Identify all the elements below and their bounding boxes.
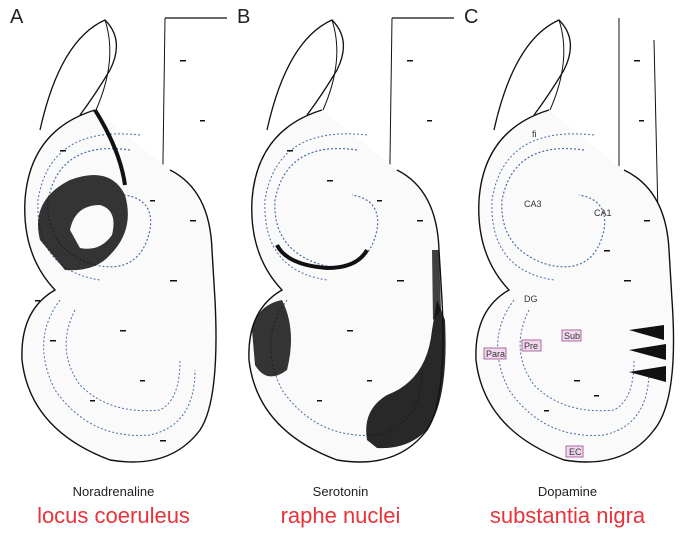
- hippocampus-drawing-c: fi CA3 CA1 DG Sub Pre Para EC: [454, 0, 683, 480]
- region-ca3-label: CA3: [524, 199, 542, 209]
- source-label-a: locus coeruleus: [0, 503, 227, 529]
- subfield-sub-label: Sub: [564, 331, 580, 341]
- transmitter-label-c: Dopamine: [454, 484, 681, 499]
- panel-c: C fi CA3 CA1 DG Sub Pre Para EC: [454, 0, 683, 533]
- transmitter-label-a: Noradrenaline: [0, 484, 227, 499]
- source-label-b: raphe nuclei: [227, 503, 454, 529]
- source-label-c: substantia nigra: [454, 503, 681, 529]
- subfield-ec-label: EC: [569, 447, 582, 457]
- panel-b: B Serotonin raphe nuclei: [227, 0, 454, 533]
- panel-a: A Noradrenaline locus coeruleus: [0, 0, 227, 533]
- region-dg-label: DG: [524, 294, 538, 304]
- hippocampus-drawing-a: [0, 0, 227, 480]
- subfield-para-label: Para: [486, 349, 505, 359]
- hippocampus-drawing-b: [227, 0, 454, 480]
- region-ca1-label: CA1: [594, 208, 612, 218]
- subfield-pre-label: Pre: [524, 341, 538, 351]
- transmitter-label-b: Serotonin: [227, 484, 454, 499]
- region-fi-label: fi: [532, 129, 537, 139]
